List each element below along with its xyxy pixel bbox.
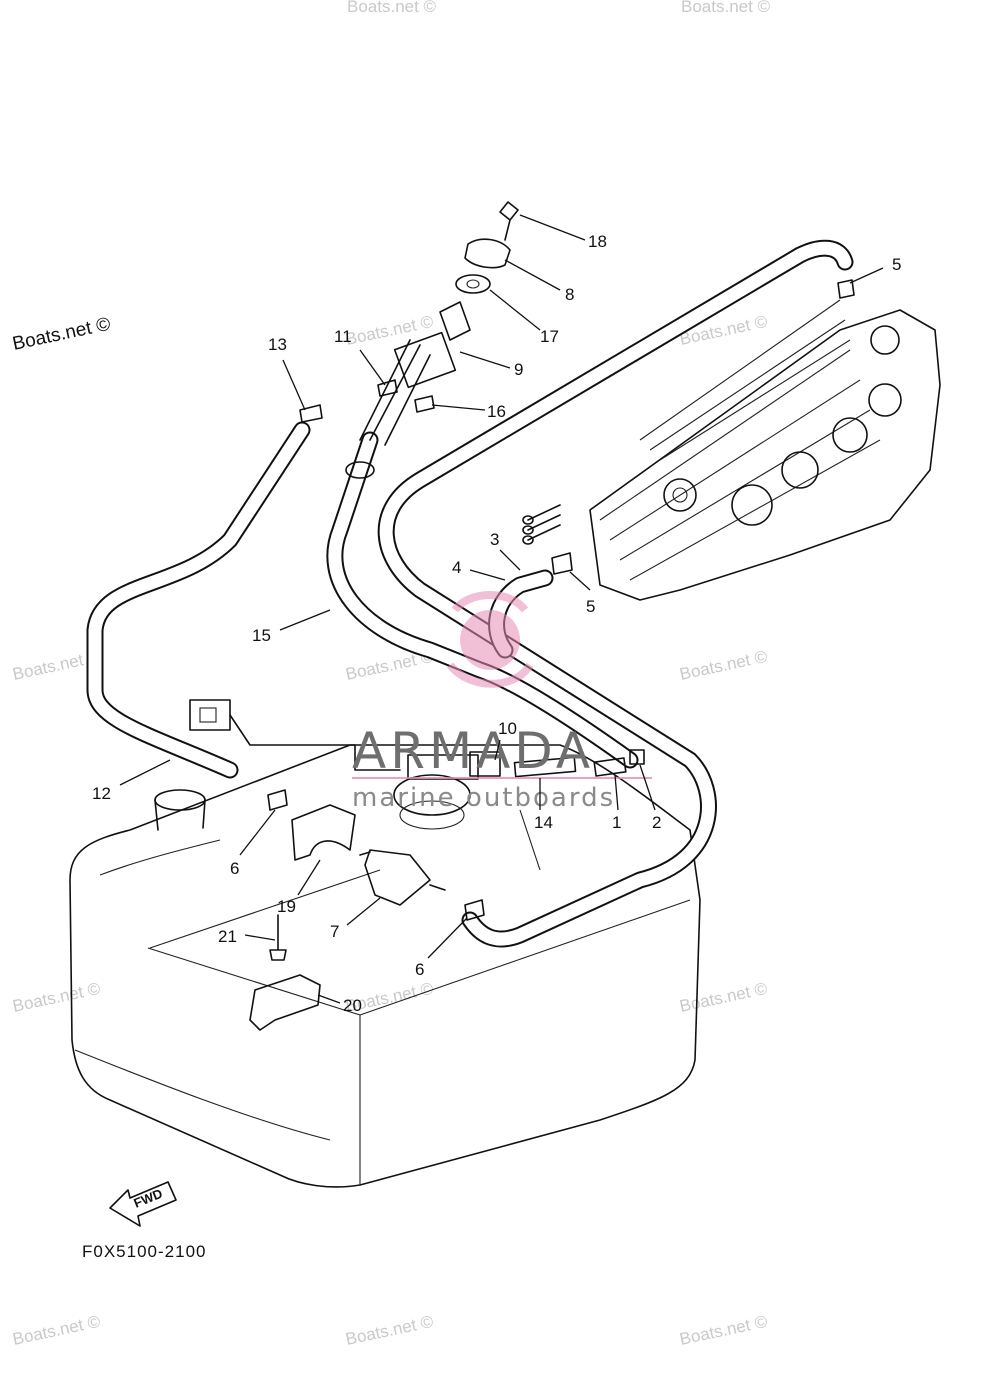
- callout-4: 4: [452, 558, 461, 577]
- callout-3: 3: [490, 530, 499, 549]
- callouts: 18 8 5 17 9 13 11 16 3 4 5 15 10 12 14 1…: [92, 232, 901, 1015]
- callout-9: 9: [514, 360, 523, 379]
- callout-16: 16: [487, 402, 506, 421]
- watermark: Boats.net ©: [681, 0, 771, 16]
- callout-12: 12: [92, 784, 111, 803]
- watermark: Boats.net ©: [347, 0, 437, 16]
- hoses: [86, 239, 854, 948]
- callout-15: 15: [252, 626, 271, 645]
- brand-name: ARMADA: [352, 722, 594, 780]
- callout-11: 11: [334, 327, 352, 346]
- callout-18: 18: [588, 232, 607, 251]
- callout-17: 17: [540, 327, 559, 346]
- callout-20: 20: [343, 996, 362, 1015]
- callout-8: 8: [565, 285, 574, 304]
- callout-6: 6: [415, 960, 424, 979]
- brand-logo-icon: [460, 610, 520, 670]
- callout-21: 21: [218, 927, 237, 946]
- engine-block: [522, 299, 941, 601]
- watermark: Boats.net ©: [344, 312, 436, 349]
- callout-19: 19: [277, 897, 296, 916]
- watermark: Boats.net ©: [678, 647, 770, 684]
- callout-14: 14: [534, 813, 553, 832]
- watermark: Boats.net ©: [678, 979, 770, 1016]
- figure-code: F0X5100-2100: [82, 1242, 206, 1261]
- watermarks: Boats.net © Boats.net © Boats.net © Boat…: [11, 0, 771, 1349]
- components: [189, 201, 855, 1031]
- watermark: Boats.net ©: [344, 1312, 436, 1349]
- fwd-arrow: FWD: [109, 1181, 177, 1227]
- callout-13: 13: [268, 335, 287, 354]
- brand-tagline: marine outboards: [352, 783, 615, 813]
- watermark: Boats.net ©: [11, 1312, 103, 1349]
- callout-10: 10: [498, 719, 517, 738]
- callout-2: 2: [652, 813, 661, 832]
- brand-overlay: ARMADA marine outboards: [352, 591, 652, 813]
- callout-6: 6: [230, 859, 239, 878]
- callout-7: 7: [330, 922, 339, 941]
- callout-5: 5: [586, 597, 595, 616]
- watermark-top-left: Boats.net ©: [11, 314, 113, 355]
- callout-1: 1: [612, 813, 621, 832]
- callout-5: 5: [892, 255, 901, 274]
- watermark: Boats.net ©: [11, 979, 103, 1016]
- watermark: Boats.net ©: [678, 1312, 770, 1349]
- leader-lines: [119, 214, 884, 1004]
- fuel-tank: [69, 744, 701, 1188]
